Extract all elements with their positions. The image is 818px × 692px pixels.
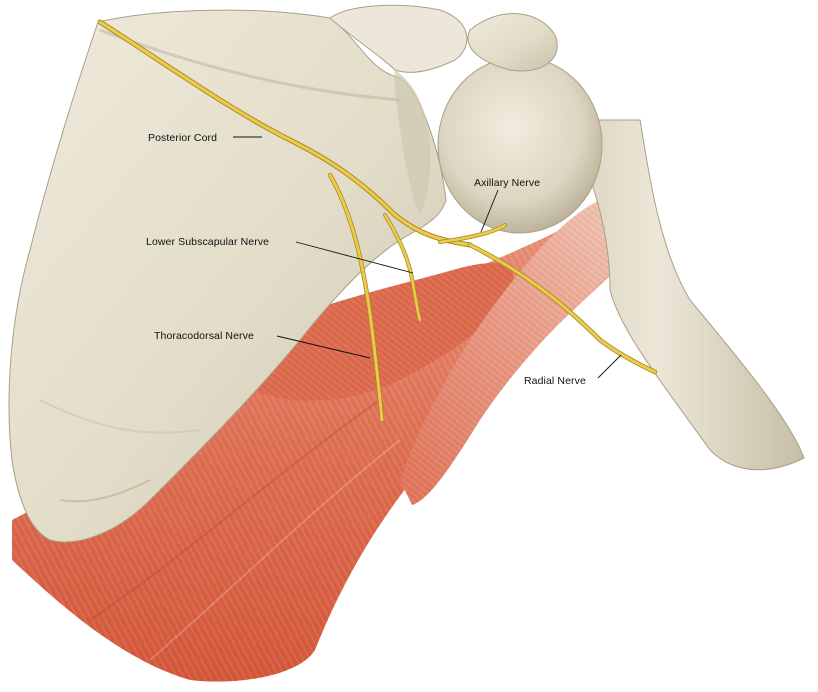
nerve-network bbox=[97, 19, 658, 423]
radial-nerve-label: Radial Nerve bbox=[524, 375, 586, 387]
radial-nerve-leader bbox=[597, 354, 622, 379]
label-lower-subscapular-nerve: Lower Subscapular Nerve bbox=[146, 236, 414, 274]
axillary-nerve-label: Axillary Nerve bbox=[474, 177, 540, 189]
label-radial-nerve: Radial Nerve bbox=[524, 354, 622, 387]
thoracodorsal-nerve-leader bbox=[276, 335, 371, 359]
axillary-nerve-leader bbox=[480, 189, 499, 233]
label-thoracodorsal-nerve: Thoracodorsal Nerve bbox=[154, 330, 371, 359]
lower-subscapular-nerve-leader bbox=[295, 241, 414, 274]
posterior-cord-label: Posterior Cord bbox=[148, 132, 217, 144]
thoracodorsal-nerve-label: Thoracodorsal Nerve bbox=[154, 330, 254, 342]
teres-major-muscle bbox=[250, 263, 514, 401]
humerus-bone bbox=[437, 13, 805, 471]
muscle-tendon bbox=[400, 198, 629, 505]
label-axillary-nerve: Axillary Nerve bbox=[474, 177, 540, 233]
lower-subscapular-nerve-label: Lower Subscapular Nerve bbox=[146, 236, 269, 248]
label-posterior-cord: Posterior Cord bbox=[148, 132, 262, 144]
